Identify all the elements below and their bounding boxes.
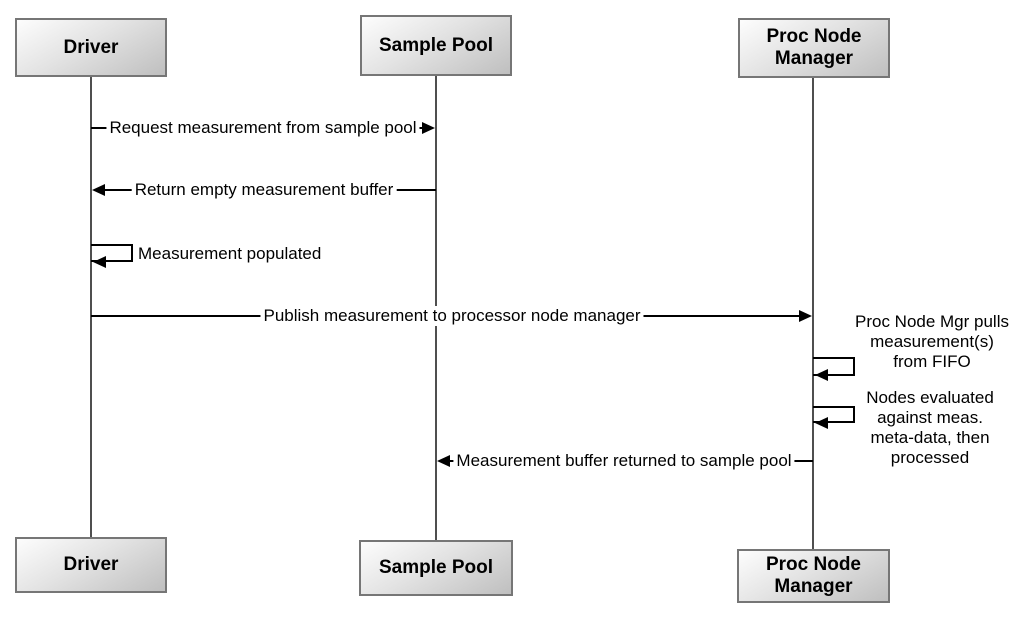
self-message-loop-measurement-populated [91,244,133,262]
actor-box-proc-node-manager-top: Proc Node Manager [738,18,890,78]
message-label-request-measurement: Request measurement from sample pool [106,118,420,138]
arrowhead-right-icon [422,122,435,134]
actor-box-sample-pool-top: Sample Pool [360,15,512,76]
actor-label-driver: Driver [63,554,119,575]
arrowhead-left-icon [437,455,450,467]
actor-label-proc-node-manager: Proc Node Manager [766,26,862,69]
arrowhead-left-icon [92,184,105,196]
self-message-loop-nodes-evaluated [813,406,855,423]
message-label-publish-measurement: Publish measurement to processor node ma… [260,306,644,326]
arrowhead-right-icon [799,310,812,322]
lifeline-driver [90,77,92,537]
actor-label-proc-node-manager: Proc Node Manager [765,554,862,597]
arrowhead-left-icon [815,369,828,381]
note-proc-node-mgr-pulls: Proc Node Mgr pulls measurement(s) from … [854,312,1009,371]
actor-box-sample-pool-bottom: Sample Pool [359,540,513,596]
actor-label-sample-pool: Sample Pool [378,34,494,56]
arrowhead-left-icon [93,256,106,268]
message-label-buffer-returned: Measurement buffer returned to sample po… [453,451,795,471]
message-label-measurement-populated: Measurement populated [138,244,322,263]
actor-box-driver-top: Driver [15,18,167,77]
self-message-loop-pull-fifo [813,357,855,376]
actor-box-proc-node-manager-bottom: Proc Node Manager [737,549,890,603]
actor-box-driver-bottom: Driver [15,537,167,593]
note-nodes-evaluated: Nodes evaluated against meas. meta-data,… [866,388,994,467]
message-label-return-empty-buffer: Return empty measurement buffer [131,180,397,200]
lifeline-proc-node-manager [812,78,814,549]
arrowhead-left-icon [815,417,828,429]
actor-label-driver: Driver [63,36,119,58]
actor-label-sample-pool: Sample Pool [378,557,494,578]
